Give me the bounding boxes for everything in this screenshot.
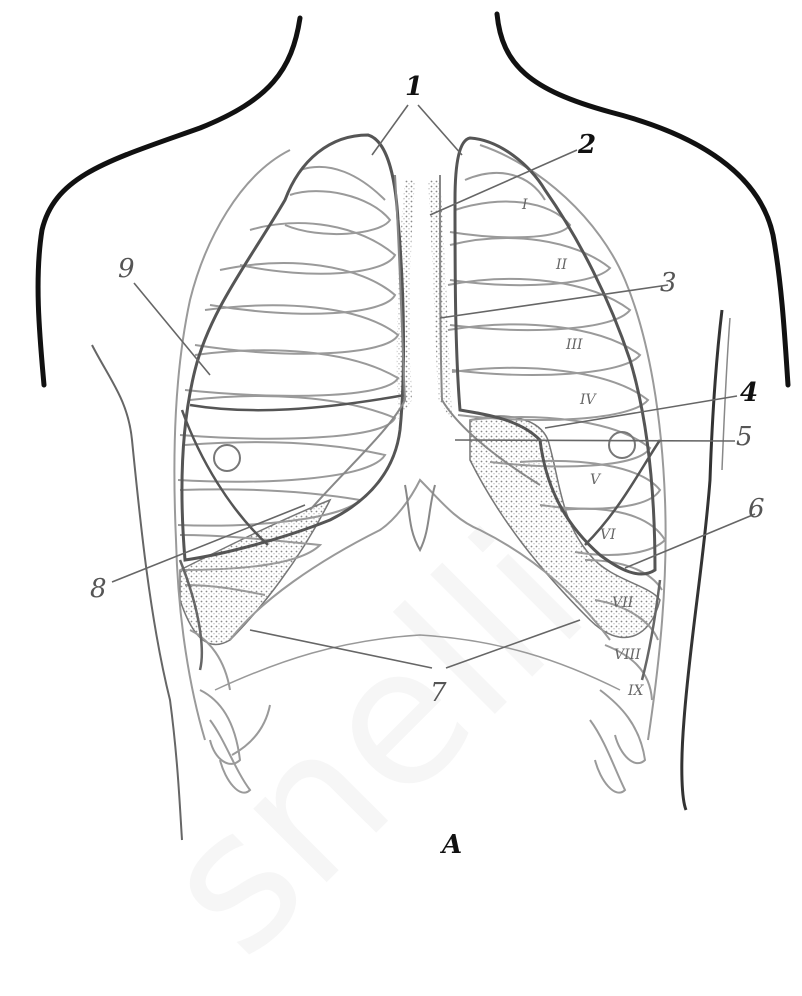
rib-numeral-2: II [556, 258, 567, 272]
arm-line-right [682, 310, 722, 810]
lower-boundary [215, 635, 620, 690]
callout-3: 3 [660, 270, 677, 296]
ribs-left [178, 167, 398, 793]
callout-6: 6 [748, 496, 765, 522]
nipple-left-marker [214, 445, 240, 471]
callout-4: 4 [740, 380, 758, 406]
rib-numeral-5: V [590, 473, 600, 487]
rib-numeral-7: VII [612, 596, 633, 610]
figure-caption: A [442, 830, 462, 860]
arm-line-right-inner [722, 318, 730, 470]
rib-numeral-3: III [566, 338, 583, 352]
callout-2: 2 [578, 132, 596, 158]
mediastinum-stipple [397, 180, 415, 420]
rib-numeral-1: I [522, 198, 528, 212]
nipple-right-marker [609, 432, 635, 458]
callout-1: 1 [405, 74, 423, 100]
diagram: snelli [0, 0, 802, 863]
callout-8: 8 [90, 576, 107, 602]
callout-5: 5 [736, 424, 753, 450]
rib-numeral-8: VIII [614, 648, 641, 662]
figure-drawing [0, 0, 802, 863]
oblique-fissure-left [585, 440, 660, 545]
body-outline-left [38, 18, 300, 385]
callout-9: 9 [118, 256, 135, 282]
xiphoid [405, 485, 435, 550]
rib-numeral-6: VI [600, 528, 616, 542]
callout-7: 7 [430, 680, 447, 706]
rib-numeral-4: IV [580, 393, 596, 407]
rib-numeral-9: IX [628, 684, 644, 698]
